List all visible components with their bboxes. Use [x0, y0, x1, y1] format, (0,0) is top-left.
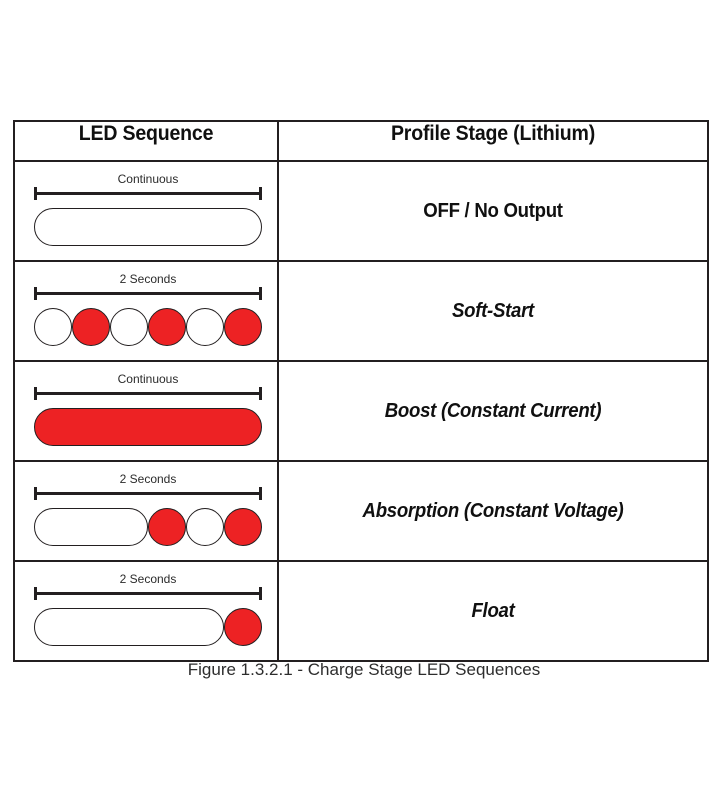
timing-scale: 2 Seconds [34, 572, 262, 602]
led-sequence-cell: Continuous [13, 360, 279, 462]
led-segment-on [148, 508, 186, 546]
timing-label: Continuous [117, 372, 179, 386]
header-cell-led-sequence: LED Sequence [13, 120, 279, 162]
profile-stage-label: Float [471, 599, 515, 622]
led-sequence-cell: Continuous [13, 160, 279, 262]
profile-stage-cell: OFF / No Output [277, 160, 709, 262]
led-strip [34, 508, 262, 548]
led-segment-off [110, 308, 148, 346]
led-sequence-diagram: Continuous [16, 164, 276, 258]
led-segment-on [224, 308, 262, 346]
led-sequence-diagram: 2 Seconds [16, 264, 276, 358]
timing-scale: Continuous [34, 172, 262, 202]
profile-stage-label: Boost (Constant Current) [384, 399, 602, 422]
led-sequence-cell: 2 Seconds [13, 260, 279, 362]
profile-stage-label: Absorption (Constant Voltage) [362, 499, 624, 522]
timing-bar-icon [34, 487, 262, 500]
led-segment-on [148, 308, 186, 346]
led-segment-on [224, 508, 262, 546]
led-sequence-cell: 2 Seconds [13, 560, 279, 662]
led-sequence-diagram: 2 Seconds [16, 464, 276, 558]
timing-scale: 2 Seconds [34, 272, 262, 302]
led-sequence-table: LED Sequence Profile Stage (Lithium) Con… [13, 120, 709, 662]
led-segment-off [34, 308, 72, 346]
header-cell-profile-stage: Profile Stage (Lithium) [277, 120, 709, 162]
timing-scale: 2 Seconds [34, 472, 262, 502]
led-sequence-diagram: Continuous [16, 364, 276, 458]
timing-scale: Continuous [34, 372, 262, 402]
timing-bar-icon [34, 287, 262, 300]
led-segment-off [186, 308, 224, 346]
profile-stage-label: Soft-Start [452, 299, 534, 322]
profile-stage-cell: Absorption (Constant Voltage) [277, 460, 709, 562]
led-sequence-cell: 2 Seconds [13, 460, 279, 562]
led-segment-on [224, 608, 262, 646]
timing-bar-icon [34, 387, 262, 400]
figure-caption: Figure 1.3.2.1 - Charge Stage LED Sequen… [187, 660, 541, 679]
timing-bar-icon [34, 187, 262, 200]
led-sequence-diagram: 2 Seconds [16, 564, 276, 658]
table-header-row: LED Sequence Profile Stage (Lithium) [13, 120, 709, 162]
led-segment-on [72, 308, 110, 346]
profile-stage-label: OFF / No Output [423, 199, 563, 222]
led-segment-off [34, 208, 262, 246]
led-strip [34, 308, 262, 348]
led-strip [34, 208, 262, 248]
header-label-led-sequence: LED Sequence [78, 122, 214, 145]
led-segment-off [34, 508, 148, 546]
timing-label: 2 Seconds [119, 272, 177, 286]
led-strip [34, 608, 262, 648]
timing-bar-icon [34, 587, 262, 600]
led-segment-off [34, 608, 224, 646]
table-header: LED Sequence Profile Stage (Lithium) [13, 120, 709, 162]
timing-label: 2 Seconds [119, 472, 177, 486]
led-strip [34, 408, 262, 448]
profile-stage-cell: Boost (Constant Current) [277, 360, 709, 462]
header-label-profile-stage: Profile Stage (Lithium) [390, 122, 596, 145]
led-segment-off [186, 508, 224, 546]
timing-label: Continuous [117, 172, 179, 186]
profile-stage-cell: Soft-Start [277, 260, 709, 362]
profile-stage-cell: Float [277, 560, 709, 662]
timing-label: 2 Seconds [119, 572, 177, 586]
led-segment-on [34, 408, 262, 446]
